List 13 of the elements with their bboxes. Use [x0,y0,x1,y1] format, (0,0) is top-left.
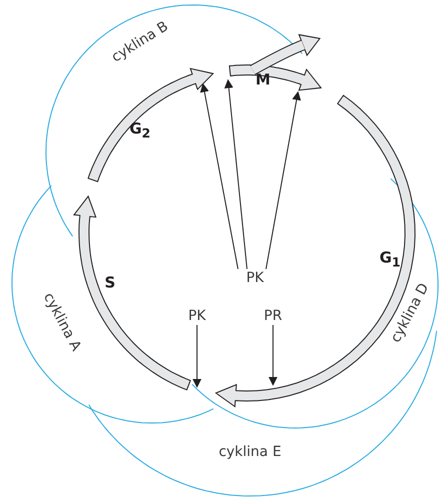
arrow [266,91,301,270]
cyclin-label: cyklina E [218,444,282,460]
phase-label: G$_{1}$ [380,250,400,270]
phase-label: G$_{2}$ [130,120,150,142]
enzyme-label: PR [256,307,290,325]
arrow [268,324,278,386]
enzyme-label: PK [180,307,214,325]
phase-label: S [104,274,116,292]
arrow [200,83,238,270]
arrow [224,79,248,270]
arrow [192,324,202,388]
enzyme-label: PK [238,269,272,287]
phase-arrow [228,33,323,92]
